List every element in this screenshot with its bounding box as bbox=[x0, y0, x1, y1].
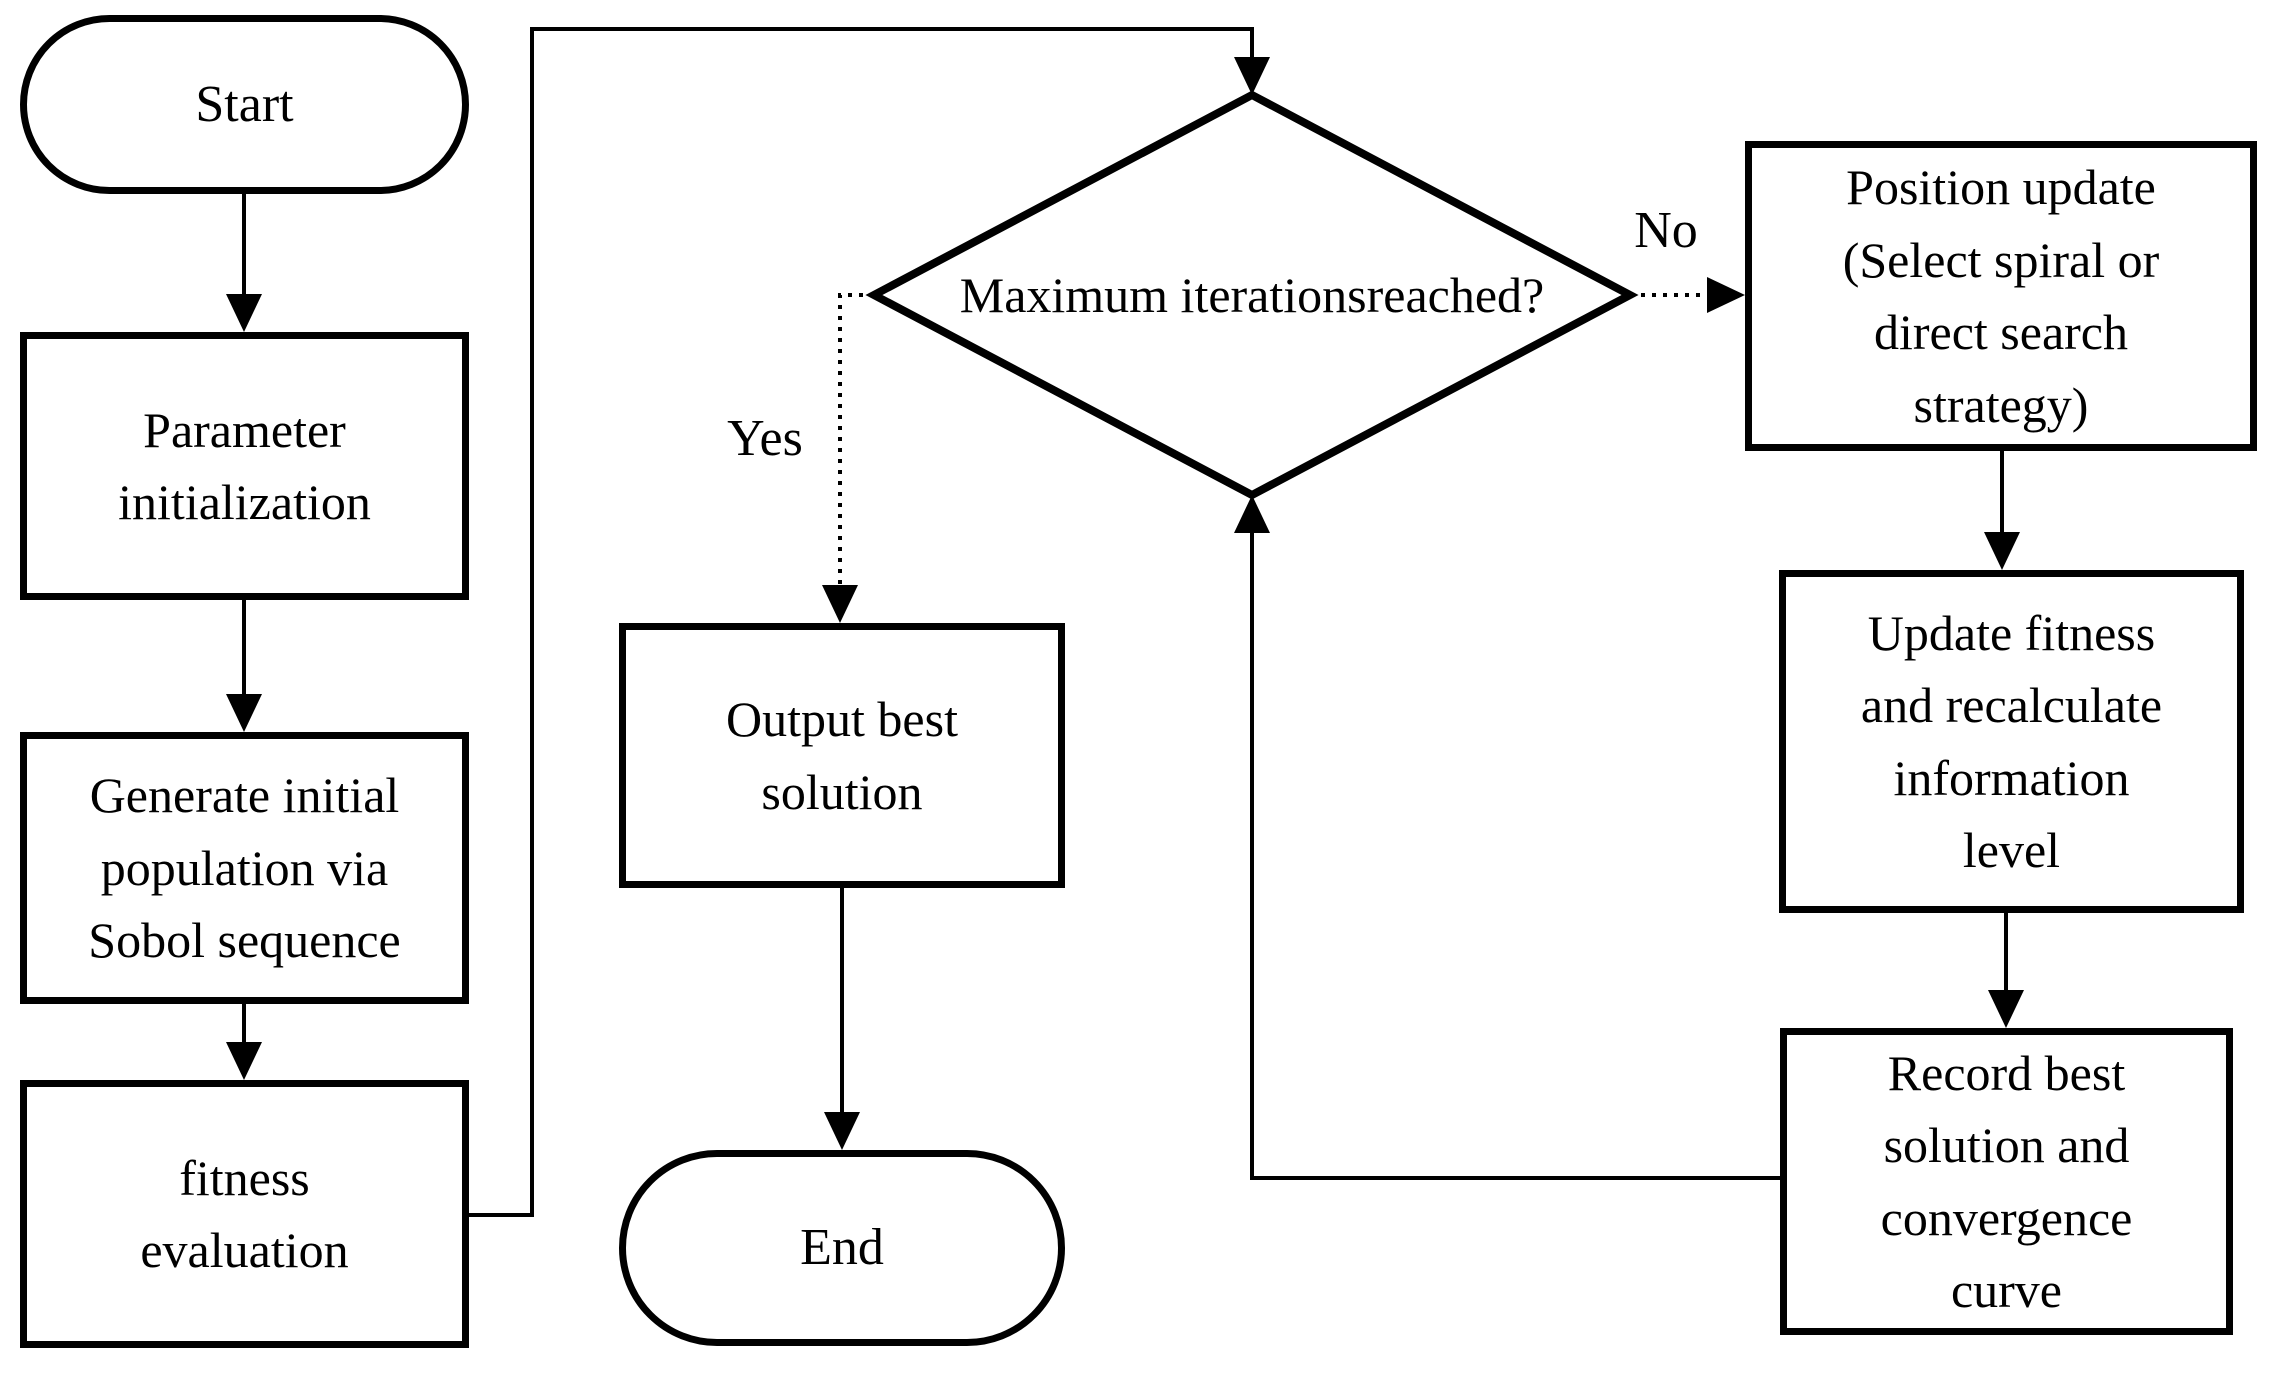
no-edge-label: No bbox=[1634, 201, 1698, 259]
edge-record-decision-arrowhead bbox=[1234, 495, 1270, 533]
start-label: Start bbox=[195, 75, 294, 133]
end-terminator: End bbox=[619, 1150, 1065, 1346]
edge-param-gen-arrowhead bbox=[226, 694, 262, 732]
edge-yes-line bbox=[838, 293, 874, 587]
edge-update-record-arrowhead bbox=[1988, 990, 2024, 1028]
edge-no-arrowhead bbox=[1707, 277, 1745, 313]
edge-fitness-decision-arrowhead bbox=[1234, 57, 1270, 95]
start-terminator: Start bbox=[20, 15, 469, 194]
edge-fitness-decision-line bbox=[466, 27, 1254, 1217]
end-label: End bbox=[800, 1219, 884, 1277]
yes-edge-label: Yes bbox=[727, 409, 803, 467]
edge-position-update-arrowhead bbox=[1984, 532, 2020, 570]
edge-start-param-arrowhead bbox=[226, 294, 262, 332]
edge-yes-arrowhead bbox=[822, 585, 858, 623]
edge-output-end-arrowhead bbox=[824, 1112, 860, 1150]
edge-record-decision-line bbox=[1250, 533, 1780, 1180]
edge-gen-fitness-arrowhead bbox=[226, 1042, 262, 1080]
